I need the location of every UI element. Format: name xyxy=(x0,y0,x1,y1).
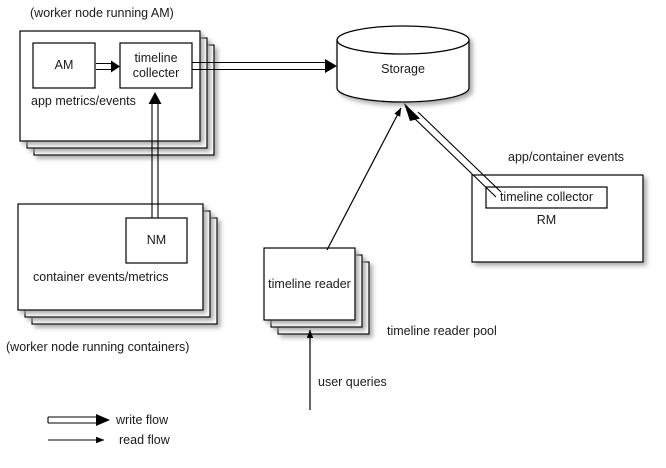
app-metrics-events-label: app metrics/events xyxy=(31,94,136,108)
flow-am-to-collecter xyxy=(96,60,120,73)
timeline-collector-rm-box[interactable] xyxy=(485,186,608,209)
flow-collecter-to-storage xyxy=(192,59,337,73)
timeline-reader-label: timeline reader xyxy=(268,276,351,291)
nm-label: NM xyxy=(146,233,167,247)
rm-node xyxy=(471,174,644,263)
timeline-collecter-label: timeline collecter xyxy=(132,50,180,80)
container-events-metrics-label: container events/metrics xyxy=(33,270,169,284)
flow-nm-to-collecter xyxy=(148,92,162,218)
am-box[interactable] xyxy=(32,42,96,89)
worker-node-am-caption: (worker node running AM) xyxy=(30,6,174,20)
flow-reader-to-storage xyxy=(326,107,402,251)
user-queries-label: user queries xyxy=(318,375,387,389)
am-label: AM xyxy=(54,58,74,72)
flow-rm-collector-to-storage xyxy=(404,103,502,198)
rm-label: RM xyxy=(536,212,557,227)
legend-read-flow-label: read flow xyxy=(119,433,170,447)
timeline-reader-pool-label: timeline reader pool xyxy=(387,324,497,338)
storage-label: Storage xyxy=(381,61,425,76)
app-container-events-label: app/container events xyxy=(508,150,625,164)
legend-write-flow-arrow xyxy=(47,414,110,426)
timeline-collector-rm-label: timeline collector xyxy=(499,190,594,204)
storage-cylinder[interactable] xyxy=(336,25,470,103)
worker-node-containers-stack xyxy=(17,203,218,325)
legend-write-flow-label: write flow xyxy=(116,413,169,427)
nm-box[interactable] xyxy=(125,217,188,264)
worker-node-containers-caption: (worker node running containers) xyxy=(6,340,190,354)
timeline-reader-front-card[interactable] xyxy=(263,247,356,321)
worker-node-am-stack xyxy=(19,30,215,156)
timeline-collecter-box[interactable] xyxy=(119,42,193,89)
timeline-reader-stack xyxy=(263,247,370,335)
